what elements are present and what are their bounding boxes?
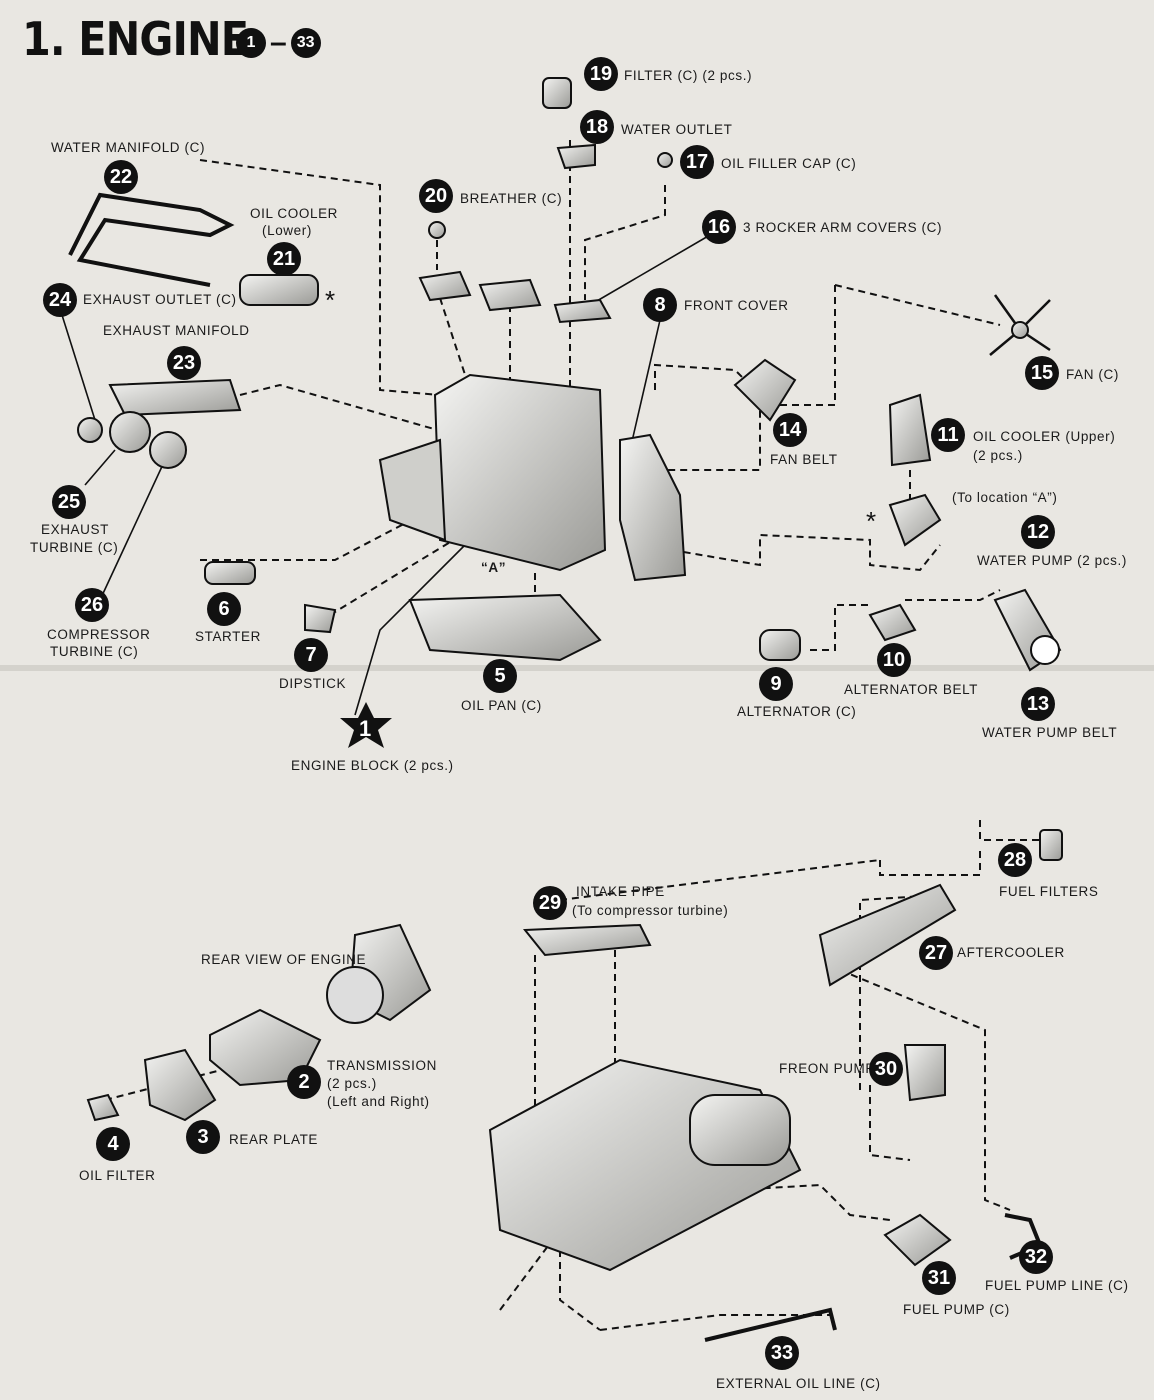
part-9-badge: 9 [759,667,793,701]
part-15-label: FAN (C) [1066,367,1119,382]
part-14-label: FAN BELT [770,452,838,467]
part-3-badge: 3 [186,1120,220,1154]
part-4-label: OIL FILTER [79,1168,156,1183]
page-title: 1. ENGINE [22,12,249,66]
part-24-label: EXHAUST OUTLET (C) [83,292,237,307]
part-3-label: REAR PLATE [229,1132,319,1147]
part-28-badge: 28 [998,843,1032,877]
part-29-badge: 29 [533,886,567,920]
part-21-sub1: (Lower) [262,223,312,238]
part-17-label: OIL FILLER CAP (C) [721,156,857,171]
range-end-badge: 33 [290,28,321,58]
part-10-badge: 10 [877,643,911,677]
part-7-label: DIPSTICK [279,676,347,691]
part-21-label: OIL COOLER [250,206,339,221]
range-start-badge: 1 [236,28,266,58]
part-2-sub1: (2 pcs.) [327,1076,377,1091]
part-7-badge: 7 [294,638,328,672]
engine-block-star [340,702,392,748]
part-5-badge: 5 [483,659,517,693]
part-24-badge: 24 [43,283,77,317]
part-17-badge: 17 [680,145,714,179]
part-1-number: 1 [359,716,372,741]
part-26-label: COMPRESSOR [47,627,151,642]
part-32-label: FUEL PUMP LINE (C) [985,1278,1129,1293]
part-31-badge: 31 [922,1261,956,1295]
part-20-label: BREATHER (C) [460,191,563,206]
part-26-sub1: TURBINE (C) [50,644,139,659]
asterisk-mark-12: * [866,506,877,536]
part-32-badge: 32 [1019,1240,1053,1274]
part-22-label: WATER MANIFOLD (C) [51,140,206,155]
part-14-badge: 14 [773,413,807,447]
part-13-label: WATER PUMP BELT [982,725,1118,740]
part-25-sub1: TURBINE (C) [30,540,119,555]
asterisk-mark-21: * [325,285,336,315]
part-8-badge: 8 [643,288,677,322]
part-12-label: WATER PUMP (2 pcs.) [977,553,1127,568]
part-30-label: FREON PUMP [779,1061,876,1076]
part-4-badge: 4 [96,1127,130,1161]
part-25-badge: 25 [52,485,86,519]
part-22-badge: 22 [104,160,138,194]
part-23-badge: 23 [167,346,201,380]
leader-lines [61,234,711,716]
part-31-label: FUEL PUMP (C) [903,1302,1010,1317]
part-13-badge: 13 [1021,687,1055,721]
part-9-label: ALTERNATOR (C) [737,704,857,719]
part-1-label: ENGINE BLOCK (2 pcs.) [291,758,454,773]
part-18-label: WATER OUTLET [621,122,733,137]
part-25-label: EXHAUST [41,522,109,537]
part-21-badge: 21 [267,242,301,276]
part-29-label: INTAKE PIPE [576,884,665,899]
part-18-badge: 18 [580,110,614,144]
part-2-label: TRANSMISSION [327,1058,437,1073]
part-11-badge: 11 [931,418,965,452]
part-10-label: ALTERNATOR BELT [844,682,979,697]
title-step-range: 1 – 33 [236,26,321,60]
part-2-sub2: (Left and Right) [327,1094,430,1109]
part-33-badge: 33 [765,1336,799,1370]
part-6-label: STARTER [195,629,261,644]
part-11-label: OIL COOLER (Upper) [973,429,1116,444]
part-19-label: FILTER (C) (2 pcs.) [624,68,753,83]
part-23-label: EXHAUST MANIFOLD [103,323,250,338]
part-33-label: EXTERNAL OIL LINE (C) [716,1376,881,1391]
part-shapes [68,77,1063,1342]
part-27-label: AFTERCOOLER [957,945,1065,960]
part-2-badge: 2 [287,1065,321,1099]
range-separator: – [270,26,287,59]
rear-view-label: REAR VIEW OF ENGINE [201,952,367,967]
part-27-badge: 27 [919,936,953,970]
part-19-badge: 19 [584,57,618,91]
part-6-badge: 6 [207,592,241,626]
part-8-label: FRONT COVER [684,298,789,313]
part-12-note: (To location “A”) [952,490,1058,505]
location-a-marker: “A” [481,560,507,575]
part-29-sub1: (To compressor turbine) [572,903,729,918]
part-26-badge: 26 [75,588,109,622]
part-20-badge: 20 [419,179,453,213]
part-11-sub1: (2 pcs.) [973,448,1023,463]
part-16-label: 3 ROCKER ARM COVERS (C) [743,220,943,235]
part-16-badge: 16 [702,210,736,244]
part-15-badge: 15 [1025,356,1059,390]
part-12-badge: 12 [1021,515,1055,549]
part-5-label: OIL PAN (C) [461,698,542,713]
part-28-label: FUEL FILTERS [999,884,1099,899]
part-30-badge: 30 [869,1052,903,1086]
